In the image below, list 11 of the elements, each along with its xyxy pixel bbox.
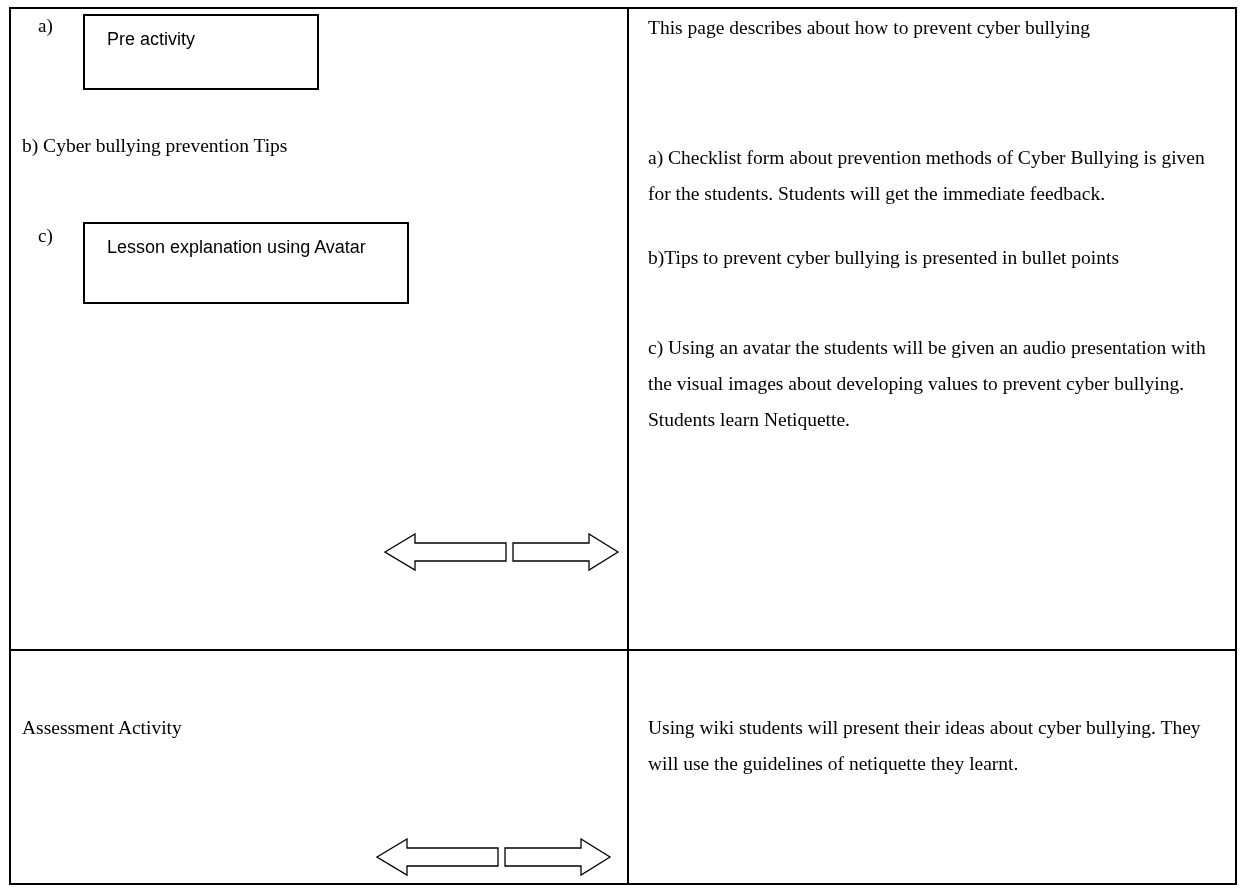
item-letter: a) [38,14,53,38]
cell-text: b) Cyber bullying prevention Tips [22,134,289,158]
cell-text: This page describes about how to prevent cyber bullying [648,16,1091,40]
cell-text: b)Tips to prevent cyber bullying is presented in bullet points [648,246,1121,270]
process-box: Pre activity [83,14,319,90]
cell-text: Using wiki students will present their ideas about cyber bullying. They will use the guidelines of netiquette they learnt. [648,716,1202,776]
cell-text: c) Using an avatar the students will be given an audio presentation with the visual images about developing values to prevent cyber bullying. Students learn Netiquette. [648,336,1207,432]
item-letter: c) [38,224,53,248]
cell-text: Assessment Activity [22,716,183,740]
process-box: Lesson explanation using Avatar [83,222,409,304]
cell-text: a) Checklist form about prevention methods of Cyber Bullying is given for the students. Students will get the immediate feedback. [648,146,1206,206]
